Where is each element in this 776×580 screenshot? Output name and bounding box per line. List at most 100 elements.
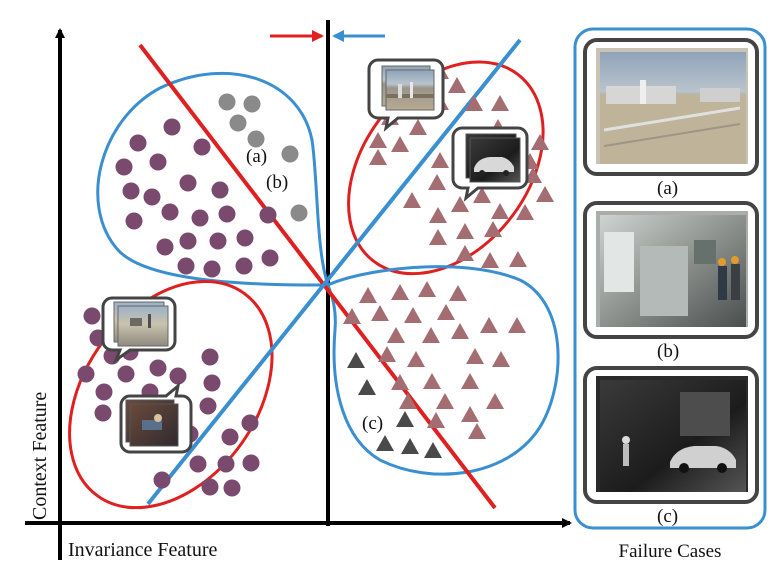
purple-circle-point	[179, 232, 197, 250]
triangle-point	[371, 305, 389, 321]
grey-failure-circle-point	[290, 204, 308, 222]
upper-left-cluster-outline	[96, 71, 331, 287]
triangle-point	[481, 252, 499, 268]
failure-case-b-thumbnail	[583, 201, 759, 339]
grey-failure-circle-point	[247, 130, 265, 148]
triangle-point	[436, 393, 454, 409]
purple-circle-point	[156, 238, 174, 256]
triangle-point	[343, 308, 361, 324]
purple-circle-point	[203, 260, 221, 278]
grey-failure-circle-point	[218, 93, 236, 111]
triangle-point	[486, 393, 504, 409]
triangle-point	[369, 149, 387, 165]
dark-failure-triangle-point	[401, 438, 419, 454]
purple-circle-point	[77, 365, 95, 383]
bubble-road-scene	[101, 296, 177, 365]
point-label-b: (b)	[266, 172, 288, 193]
purple-circle-point	[149, 153, 167, 171]
triangle-point	[465, 95, 483, 111]
grey-failure-circle-point	[243, 95, 261, 113]
triangle-point	[391, 284, 409, 300]
failure-case-b-label: (b)	[657, 341, 679, 362]
purple-circle-point	[125, 212, 143, 230]
purple-circle-point	[129, 134, 147, 152]
bubble-night-car	[451, 126, 529, 202]
triangle-point	[407, 351, 425, 367]
triangle-point	[461, 373, 479, 389]
failure-case-a-label: (a)	[657, 178, 678, 199]
purple-circle-point	[169, 367, 187, 385]
purple-circle-point	[209, 232, 227, 250]
purple-circle-point	[223, 479, 241, 497]
triangle-point	[427, 412, 445, 428]
purple-circle-point	[199, 397, 217, 415]
triangle-point	[423, 373, 441, 389]
purple-circle-point	[191, 209, 209, 227]
triangle-point	[391, 374, 409, 390]
triangle-point	[431, 152, 449, 168]
triangle-point	[468, 423, 486, 439]
purple-circle-point	[153, 471, 171, 489]
triangle-point	[480, 317, 498, 333]
purple-circle-point	[122, 182, 140, 200]
purple-circle-point	[201, 478, 219, 496]
purple-circle-point	[161, 203, 179, 221]
triangle-point	[484, 221, 502, 237]
purple-circle-point	[241, 414, 259, 432]
bubble-room-scene	[119, 382, 193, 454]
grey-failure-circle-point	[281, 145, 299, 163]
purple-circle-point	[177, 257, 195, 275]
purple-circle-point	[242, 454, 260, 472]
triangle-point	[359, 287, 377, 303]
bubble-industrial-scene	[367, 58, 445, 132]
dark-failure-triangle-point	[424, 442, 442, 458]
triangle-point	[429, 229, 447, 245]
x-axis-label: Invariance Feature	[68, 539, 217, 561]
purple-circle-point	[203, 374, 221, 392]
triangle-point	[509, 251, 527, 267]
failure-cases-panel	[573, 27, 767, 530]
point-label-a: (a)	[246, 146, 267, 167]
purple-circle-point	[235, 257, 253, 275]
failure-case-c-thumbnail	[583, 366, 759, 504]
triangle-point	[428, 174, 446, 190]
lower-right-cluster-outline	[326, 265, 560, 476]
purple-circle-point	[149, 359, 167, 377]
triangle-point	[456, 245, 474, 261]
blue-boundary-line	[146, 38, 522, 506]
purple-circle-point	[259, 206, 277, 224]
purple-circle-point	[193, 138, 211, 156]
triangle-point	[437, 304, 455, 320]
triangle-point	[418, 281, 436, 297]
triangle-point	[491, 95, 509, 111]
triangle-point	[466, 348, 484, 364]
triangle-point	[536, 186, 554, 202]
triangle-point	[448, 77, 466, 93]
lower-left-cluster-outline	[68, 280, 274, 510]
triangle-point	[387, 327, 405, 343]
failure-panel-title: Failure Cases	[619, 541, 722, 562]
triangle-point	[429, 207, 447, 223]
failure-case-c-label: (c)	[657, 506, 678, 527]
triangle-point	[531, 134, 549, 150]
triangle-point	[492, 351, 510, 367]
purple-circle-point	[211, 181, 229, 199]
purple-circle-point	[94, 404, 112, 422]
triangle-point	[391, 136, 409, 152]
y-axis-label: Context Feature	[29, 392, 51, 520]
dark-failure-triangle-point	[358, 379, 376, 395]
triangle-point	[404, 307, 422, 323]
purple-circle-point	[218, 205, 236, 223]
dark-failure-triangle-point	[347, 352, 365, 368]
purple-circle-point	[261, 249, 279, 267]
purple-circle-point	[236, 229, 254, 247]
purple-circle-point	[143, 188, 161, 206]
purple-circle-point	[201, 348, 219, 366]
triangle-point	[451, 196, 469, 212]
triangle-point	[456, 223, 474, 239]
triangle-point	[461, 406, 479, 422]
dark-failure-triangle-point	[376, 435, 394, 451]
triangle-point	[409, 119, 427, 135]
grey-failure-circle-point	[229, 114, 247, 132]
